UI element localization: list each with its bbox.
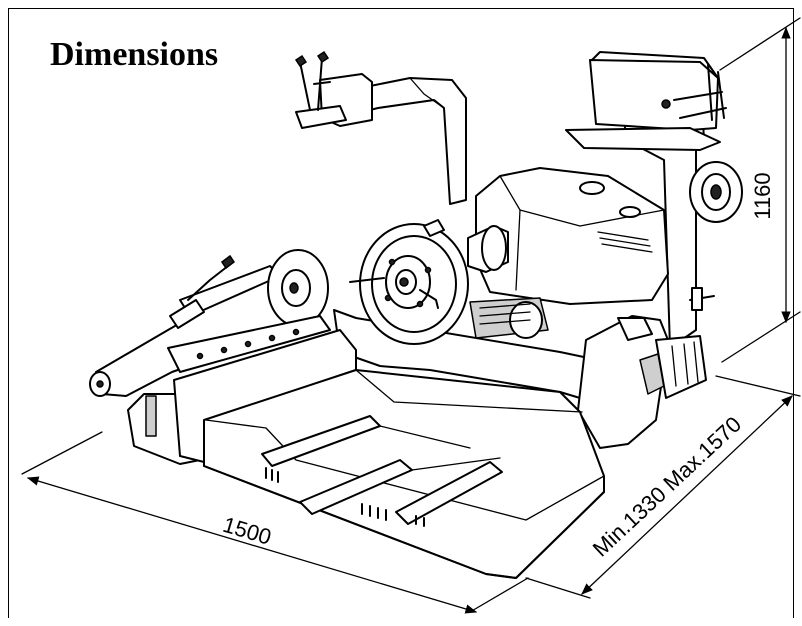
width-dimension-line bbox=[581, 395, 793, 595]
tyre-changer-illustration bbox=[89, 50, 743, 579]
dimension-lines bbox=[21, 17, 801, 614]
dim-ext-front bbox=[525, 577, 591, 599]
length-dimension-line bbox=[26, 476, 478, 614]
dim-ext-back bbox=[715, 375, 801, 397]
dim-ext-top bbox=[719, 17, 801, 71]
roller-3 bbox=[395, 461, 503, 525]
height-label: 1160 bbox=[750, 172, 775, 219]
upper-arm bbox=[359, 77, 467, 205]
tool-plate bbox=[295, 105, 347, 129]
column-shelf bbox=[565, 127, 721, 151]
gearbox-housing bbox=[475, 167, 669, 305]
column-top-box bbox=[589, 59, 719, 131]
dim-ext-left bbox=[21, 431, 103, 475]
dim-ext-right bbox=[469, 577, 529, 613]
figure-title: Dimensions bbox=[50, 36, 219, 73]
rim-clamp bbox=[423, 219, 445, 237]
dim-ext-bottom bbox=[721, 311, 801, 363]
